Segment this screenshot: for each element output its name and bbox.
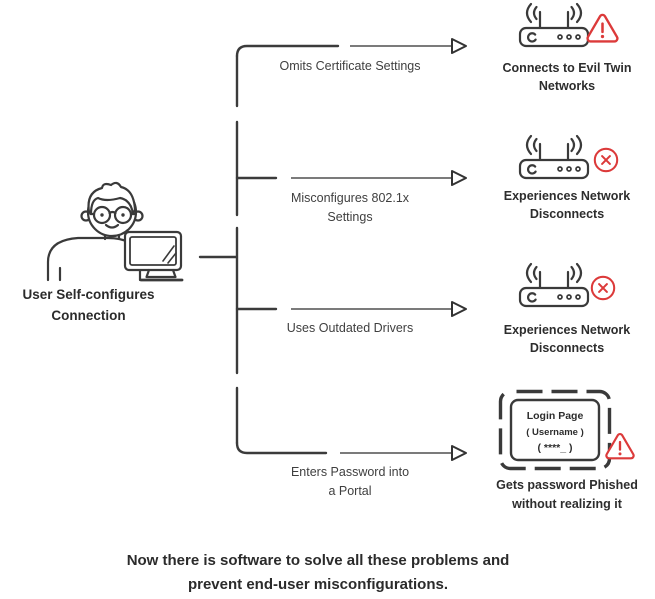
warning-triangle-icon (604, 431, 636, 462)
effect-text: Connects to Evil Twin (502, 61, 632, 75)
footer-message: Now there is software to solve all these… (58, 549, 578, 596)
person-eye (121, 213, 125, 217)
arrowhead-icon (451, 170, 467, 186)
footer-line2: prevent end-user misconfigurations. (187, 575, 449, 593)
wifi-router-icon (512, 134, 596, 182)
outcome-2-label: Experiences Network Disconnects (482, 188, 652, 223)
branch-2-cause-label: Misconfigures 802.1x Settings (250, 189, 450, 227)
person-eye (100, 213, 104, 217)
branch-1-cause-label: Omits Certificate Settings (250, 57, 450, 76)
login-page-title: Login Page (527, 410, 584, 422)
login-page-inner-frame (509, 398, 601, 462)
wifi-router-icon (512, 262, 596, 310)
effect-text: Experiences Network (503, 323, 631, 337)
error-circle-x-icon (592, 146, 620, 174)
branch-4-cause-label: Enters Password into a Portal (250, 463, 450, 501)
cause-text: a Portal (328, 484, 372, 498)
branch-4-start-line (235, 441, 328, 455)
root-label-line2: Connection (51, 308, 126, 323)
login-page-icon: Login Page ( Username ) ( ****_ ) (498, 389, 612, 471)
monitor-reflection (162, 245, 177, 264)
login-password-field: ( ****_ ) (537, 442, 572, 454)
cause-text: Enters Password into (290, 465, 410, 479)
cause-text: Settings (327, 210, 373, 224)
wifi-router-icon (512, 2, 596, 50)
error-circle-x-icon (589, 274, 617, 302)
cause-text: Uses Outdated Drivers (286, 321, 414, 335)
arrowhead-icon (451, 301, 467, 317)
branch-3-cause-label: Uses Outdated Drivers (250, 319, 450, 338)
footer-line1: Now there is software to solve all these… (126, 552, 510, 569)
person-glasses-bridge (89, 210, 136, 216)
arrowhead-icon (451, 445, 467, 461)
cause-text: Misconfigures 802.1x (290, 191, 410, 205)
user-at-computer-icon (46, 181, 184, 282)
cause-text: Omits Certificate Settings (279, 59, 421, 73)
effect-text: Experiences Network (503, 189, 631, 203)
branch-1-start-line (235, 44, 340, 58)
person-hair (87, 181, 137, 216)
effect-text: Disconnects (529, 340, 605, 355)
root-label-line1: User Self-configures (22, 287, 155, 302)
arrowhead-icon (451, 38, 467, 54)
login-username-field: ( Username ) (526, 427, 584, 438)
monitor-screen (123, 230, 183, 272)
effect-text: without realizing it (512, 497, 622, 511)
outcome-3-label: Experiences Network Disconnects (482, 322, 652, 357)
monitor-inner (129, 236, 177, 266)
effect-text: Disconnects (529, 206, 605, 221)
person-smile (104, 223, 120, 229)
warning-triangle-icon (585, 12, 620, 45)
root-node-label: User Self-configures Connection (6, 284, 171, 326)
outcome-4-label: Gets password Phished without realizing … (478, 476, 655, 514)
monitor-stand (145, 268, 177, 279)
effect-text: Networks (538, 78, 596, 93)
effect-text: Gets password Phished (496, 478, 638, 492)
outcome-1-label: Connects to Evil Twin Networks (482, 60, 652, 95)
